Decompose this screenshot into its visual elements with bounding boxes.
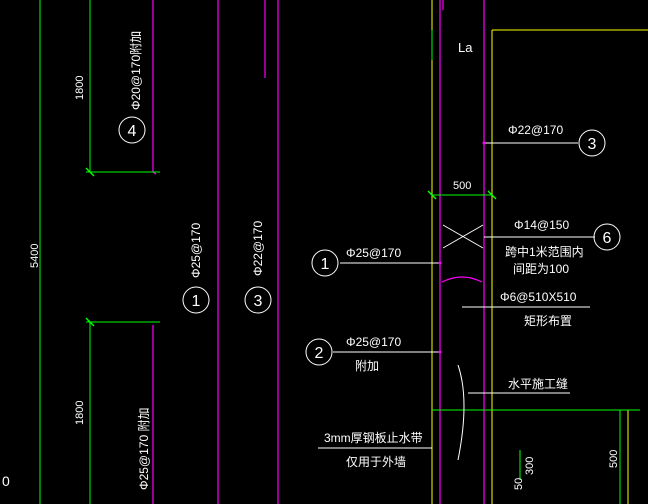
label-vert-22-170: Φ22@170 xyxy=(251,221,265,276)
label-span-note-1: 跨中1米范围内 xyxy=(505,244,584,259)
label-dim-300: 300 xyxy=(524,457,536,475)
marker-6: 6 xyxy=(603,230,612,247)
rebar-dots xyxy=(438,141,486,354)
marker-3-left-circle xyxy=(244,286,272,314)
marker-3-left: 3 xyxy=(254,293,263,310)
label-vert-25-170: Φ25@170 xyxy=(189,223,203,278)
marker-4-circle xyxy=(118,116,146,144)
tick-c xyxy=(427,190,437,200)
dot-3 xyxy=(482,141,486,145)
label-rebar-14-150: Φ14@150 xyxy=(514,218,569,232)
label-rebar-25-170-a: Φ25@170 xyxy=(346,246,401,260)
marker-1-right-circle xyxy=(311,249,339,277)
marker-4: 4 xyxy=(128,123,137,140)
label-steel-plate: 3mm厚钢板止水带 xyxy=(324,431,423,445)
tie-rebar-6 xyxy=(441,276,483,283)
label-rebar-6: Φ6@510X510 xyxy=(500,290,577,304)
label-dim-50: 50 xyxy=(513,478,525,490)
label-dim-1800-bottom: 1800 xyxy=(74,401,86,425)
marker-3-top: 3 xyxy=(588,136,597,153)
label-edge-zero: 0 xyxy=(2,473,10,489)
label-la: La xyxy=(458,40,473,55)
tick-d xyxy=(487,190,497,200)
circle-markers xyxy=(118,116,621,366)
dimension-ticks xyxy=(85,167,497,327)
label-rebar-25-170-b: Φ25@170 xyxy=(346,335,401,349)
label-span-note-2: 间距为100 xyxy=(513,262,569,276)
label-dim-500-h: 500 xyxy=(453,180,471,192)
label-dim-5400: 5400 xyxy=(29,244,41,268)
label-vert-20-170: Φ20@170附加 xyxy=(129,31,143,110)
label-rect-layout: 矩形布置 xyxy=(524,314,572,328)
rebar-lines xyxy=(152,0,485,504)
label-horizontal-joint: 水平施工缝 xyxy=(508,376,568,391)
label-dim-1800-top: 1800 xyxy=(74,76,86,100)
label-outer-wall-only: 仅用于外墙 xyxy=(346,455,406,469)
label-dim-500-v: 500 xyxy=(608,450,620,468)
marker-1-left: 1 xyxy=(192,293,201,310)
label-rebar-22-170-top: Φ22@170 xyxy=(508,123,563,137)
tick-a xyxy=(85,167,95,177)
marker-1-right: 1 xyxy=(321,256,330,273)
tick-b xyxy=(85,317,95,327)
label-fujia: 附加 xyxy=(355,359,379,373)
dot-1 xyxy=(438,261,442,265)
dimension-lines xyxy=(39,0,640,504)
marker-2-circle xyxy=(305,338,333,366)
marker-2: 2 xyxy=(315,345,324,362)
marker-3-top-circle xyxy=(578,129,606,157)
cross-2 xyxy=(442,224,484,249)
marker-1-left-circle xyxy=(182,286,210,314)
label-vert-25-170-fujia: Φ25@170 附加 xyxy=(137,408,151,490)
leader-lines xyxy=(318,142,595,461)
marker-6-circle xyxy=(593,223,621,251)
dot-2 xyxy=(438,350,442,354)
water-stop-plate xyxy=(457,364,465,461)
